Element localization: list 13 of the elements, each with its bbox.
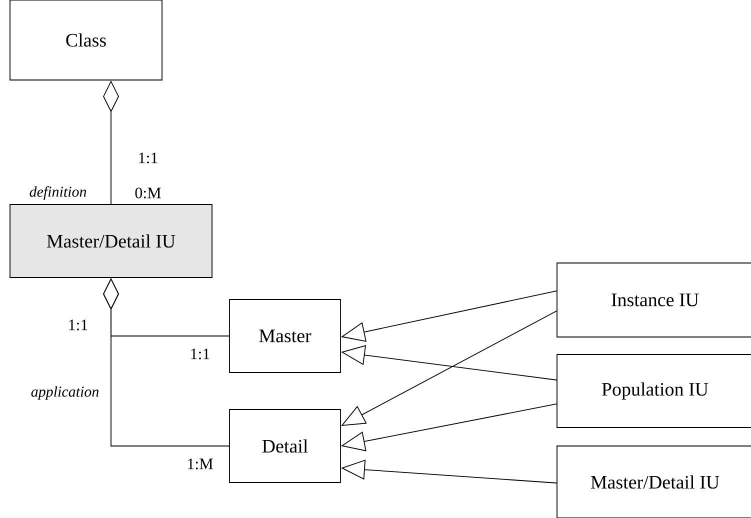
class-box: Master/Detail IU	[10, 204, 212, 278]
class-box: Detail	[229, 409, 341, 483]
multiplicity-label: 1:M	[188, 458, 213, 470]
multiplicity-label: 1:1	[69, 320, 88, 330]
multiplicity-label: 1:1	[191, 348, 210, 360]
class-box: Master/Detail IU	[556, 446, 751, 518]
edge-label: definition	[30, 186, 86, 200]
edge-label: application	[31, 386, 99, 400]
class-box: Class	[10, 0, 162, 80]
multiplicity-label: 1:1	[139, 152, 158, 164]
class-box: Master	[229, 299, 341, 373]
class-box: Population IU	[556, 354, 751, 428]
class-box: Instance IU	[556, 262, 751, 338]
